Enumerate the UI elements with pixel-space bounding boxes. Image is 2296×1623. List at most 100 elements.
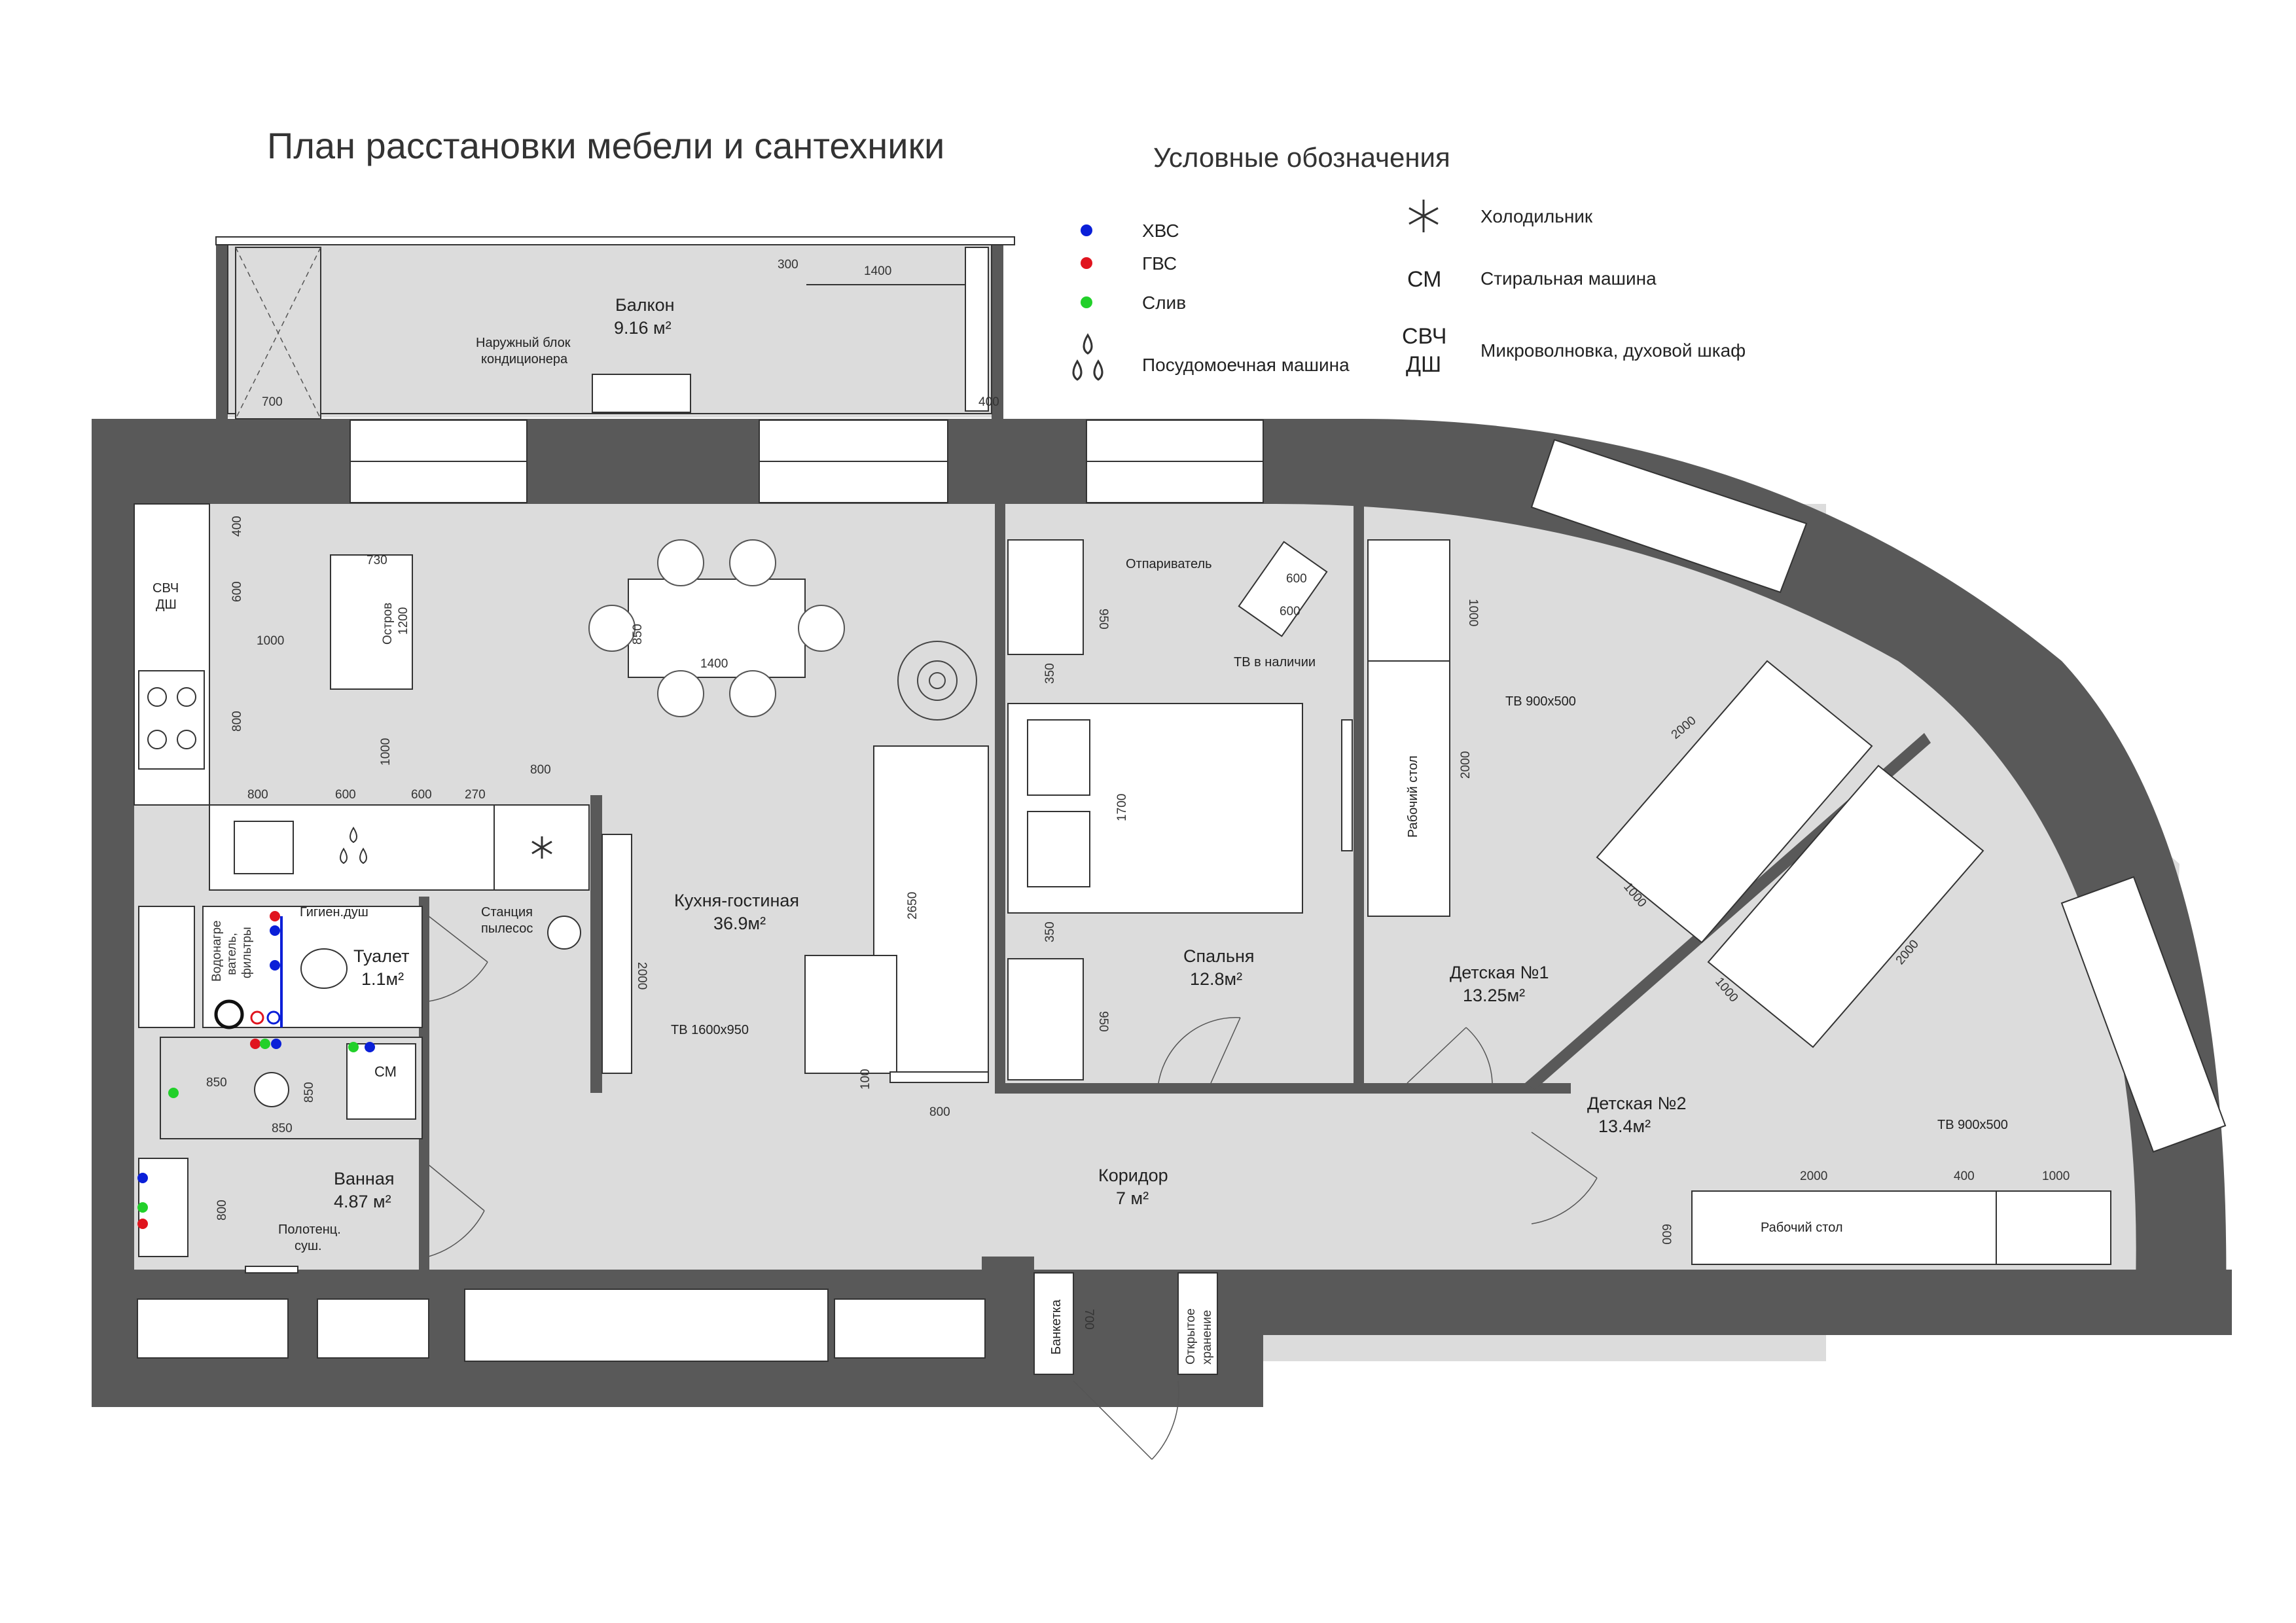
kids2-name: Детская №2 xyxy=(1587,1094,1687,1113)
dim-bal-1400: 1400 xyxy=(864,264,891,278)
legend-hot-water: ГВС xyxy=(1142,253,1177,274)
dim-b-1700: 1700 xyxy=(1115,794,1129,821)
dim-c2-400: 400 xyxy=(1954,1169,1975,1183)
drain-dot xyxy=(1081,296,1092,308)
dim-b-600a: 600 xyxy=(1286,572,1307,586)
dim-k-800c: 800 xyxy=(929,1105,950,1119)
vacuum-label-2: пылесос xyxy=(481,921,533,936)
desk-kids2-label: Рабочий стол xyxy=(1761,1221,1843,1235)
kitchen-name: Кухня-гостиная xyxy=(674,891,799,910)
island-label-1: Остров xyxy=(381,603,395,645)
plant-icon xyxy=(897,641,977,721)
heater-tank xyxy=(214,999,244,1029)
legend-title: Условные обозначения xyxy=(1153,142,1450,173)
hyg-shower-label: Гигиен.душ xyxy=(300,905,368,919)
island-label-2: 1200 xyxy=(397,607,410,635)
legend-drain: Слив xyxy=(1142,293,1186,313)
toilet-name: Туалет xyxy=(353,946,409,966)
microwave-label-1: СВЧ xyxy=(152,581,179,596)
kitchen-living: СВЧ ДШ Остров 1200 xyxy=(134,503,989,1119)
legend: ХВС ГВС Слив Посудомоечная машина Холоди… xyxy=(1072,200,1746,381)
dim-b-950a: 950 xyxy=(1096,609,1110,630)
corridor-name: Коридор xyxy=(1098,1166,1168,1185)
toilet-bowl xyxy=(300,948,348,989)
dim-k-600: 600 xyxy=(230,581,244,602)
dim-k-2000: 2000 xyxy=(635,962,649,990)
dim-k-270: 270 xyxy=(465,788,486,802)
filter-blue xyxy=(266,1010,281,1025)
kids-room-2: Рабочий стол ТВ 900х500 Детская №2 13.4м… xyxy=(1587,1094,2111,1265)
dim-k-100: 100 xyxy=(859,1069,872,1090)
steamer-label: Отпариватель xyxy=(1126,557,1212,571)
corridor-area: 7 м² xyxy=(1116,1188,1149,1208)
dim-k-1400: 1400 xyxy=(700,657,728,671)
dim-k-600a: 600 xyxy=(335,788,356,802)
plan-title: План расстановки мебели и сантехники xyxy=(267,125,944,166)
dining-chairs xyxy=(588,539,845,717)
drops-icon xyxy=(340,827,367,865)
ac-unit-label-1: Наружный блок xyxy=(476,336,571,350)
bathroom-name: Ванная xyxy=(334,1169,394,1188)
heater-label-2: ватель, xyxy=(225,933,239,975)
snowflake-icon xyxy=(1408,200,1439,232)
bench-label: Банкетка xyxy=(1049,1299,1064,1355)
legend-microwave-symbol-1: СВЧ xyxy=(1402,324,1446,349)
legend-microwave-symbol-2: ДШ xyxy=(1406,352,1441,377)
kids1-name: Детская №1 xyxy=(1450,963,1549,982)
door-swings xyxy=(428,916,1598,1460)
corridor: Банкетка Открытое хранение 700 Коридор 7… xyxy=(464,1166,1218,1375)
bedroom-name: Спальня xyxy=(1183,946,1255,966)
towel-label-2: суш. xyxy=(295,1239,322,1253)
legend-fridge: Холодильник xyxy=(1480,206,1593,226)
dim-b-950b: 950 xyxy=(1096,1011,1110,1032)
dim-b-350a: 350 xyxy=(1043,663,1057,684)
dim-c2-2000: 2000 xyxy=(1800,1169,1827,1183)
bathroom-area: 4.87 м² xyxy=(334,1192,391,1211)
dim-k-800b: 800 xyxy=(530,763,551,777)
dim-t-850c: 850 xyxy=(272,1122,293,1135)
dim-t-800: 800 xyxy=(215,1200,229,1221)
drops-icon xyxy=(1072,333,1103,381)
toilet-area: 1.1м² xyxy=(361,969,404,989)
balcony: Балкон 9.16 м² Наружный блок кондиционер… xyxy=(215,236,1015,419)
dim-bal-300: 300 xyxy=(778,258,798,272)
dim-k-800v: 800 xyxy=(230,711,244,732)
bedroom-area: 12.8м² xyxy=(1190,969,1242,989)
dim-c2-600: 600 xyxy=(1659,1224,1673,1245)
microwave-label-2: ДШ xyxy=(156,597,177,612)
toilet-room: Гигиен.душ Водонагре ватель, фильтры Туа… xyxy=(138,905,423,1029)
dim-t-850a: 850 xyxy=(206,1076,227,1090)
vacuum-label-1: Станция xyxy=(481,905,533,919)
kitchen-area: 36.9м² xyxy=(713,914,766,933)
cold-water-dot xyxy=(1081,224,1092,236)
balcony-area: 9.16 м² xyxy=(614,318,672,338)
snowflake-icon xyxy=(531,836,552,859)
heater-label-3: фильтры xyxy=(240,927,254,978)
dim-b-600b: 600 xyxy=(1280,605,1300,618)
dim-k-800a: 800 xyxy=(247,788,268,802)
legend-dishwasher: Посудомоечная машина xyxy=(1142,355,1350,375)
tv-living-label: ТВ 1600х950 xyxy=(671,1023,749,1037)
storage-label-2: хранение xyxy=(1200,1310,1214,1364)
windows xyxy=(137,419,2227,1359)
kids1-area: 13.25м² xyxy=(1463,986,1525,1005)
stove-burner xyxy=(177,730,196,749)
dim-c2-1000: 1000 xyxy=(2042,1169,2070,1183)
dim-k-850: 850 xyxy=(631,624,645,645)
filter-red xyxy=(250,1010,264,1025)
legend-washer: Стиральная машина xyxy=(1480,268,1657,289)
vacuum-station xyxy=(547,916,581,950)
kids2-area: 13.4м² xyxy=(1598,1116,1651,1136)
dim-c1-2000: 2000 xyxy=(1459,751,1473,779)
tv-kids2-label: ТВ 900х500 xyxy=(1937,1118,2008,1132)
legend-washer-symbol: СМ xyxy=(1407,267,1442,292)
dim-k-600b: 600 xyxy=(411,788,432,802)
legend-microwave: Микроволновка, духовой шкаф xyxy=(1480,340,1746,361)
dim-k-400: 400 xyxy=(230,516,244,537)
bathroom-sink xyxy=(254,1072,289,1107)
dim-k-730: 730 xyxy=(367,554,387,567)
tv-bedroom-label: ТВ в наличии xyxy=(1234,655,1316,669)
dim-k-1000v: 1000 xyxy=(379,738,393,766)
dim-bal-700: 700 xyxy=(262,395,283,409)
